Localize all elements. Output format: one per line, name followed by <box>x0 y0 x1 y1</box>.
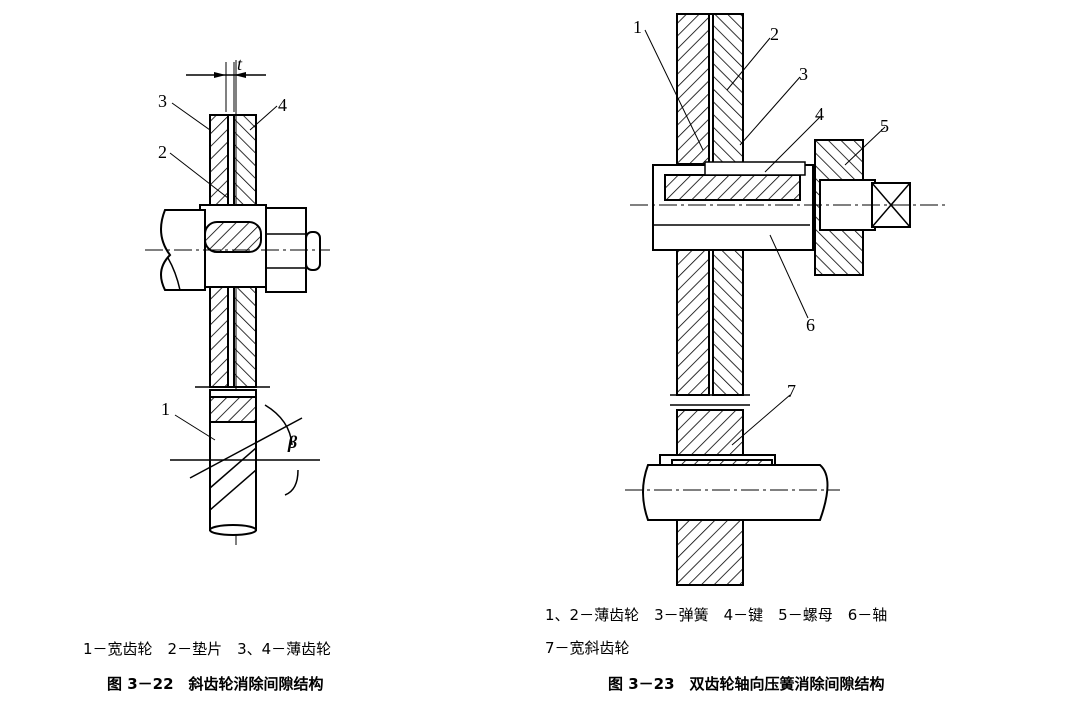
legend-3-23-line2: 7－宽斜齿轮 <box>545 639 630 657</box>
label-t: t <box>237 54 243 74</box>
key-4 <box>704 161 806 176</box>
fig-3-23-drawing <box>625 13 945 586</box>
label-3: 3 <box>799 64 808 84</box>
legend-3-22: 1－宽齿轮 2－垫片 3、4－薄齿轮 <box>83 640 332 658</box>
title-3-23: 图 3－23 双齿轮轴向压簧消除间隙结构 <box>608 675 885 693</box>
label-1: 1 <box>161 399 170 419</box>
thin-gear-4-upper <box>233 114 257 206</box>
thin-gear-1 <box>676 13 710 165</box>
label-7: 7 <box>787 381 796 401</box>
label-5: 5 <box>880 116 889 136</box>
title-3-22: 图 3－22 斜齿轮消除间隙结构 <box>107 675 324 693</box>
label-6: 6 <box>806 315 815 335</box>
shaft-6-lower <box>642 464 829 521</box>
label-2: 2 <box>158 142 167 162</box>
label-beta: β <box>288 432 298 452</box>
label-3: 3 <box>158 91 167 111</box>
label-4: 4 <box>278 95 287 115</box>
label-1: 1 <box>633 17 642 37</box>
wide-helical-gear-7 <box>676 409 744 461</box>
key-slot <box>204 221 262 253</box>
fig-3-22-drawing <box>145 60 330 545</box>
shim-2 <box>227 114 235 206</box>
spring-3 <box>664 174 801 201</box>
legend-3-23-line1: 1、2－薄齿轮 3－弹簧 4－键 5－螺母 6－轴 <box>545 606 888 624</box>
label-4: 4 <box>815 104 824 124</box>
label-2: 2 <box>770 24 779 44</box>
